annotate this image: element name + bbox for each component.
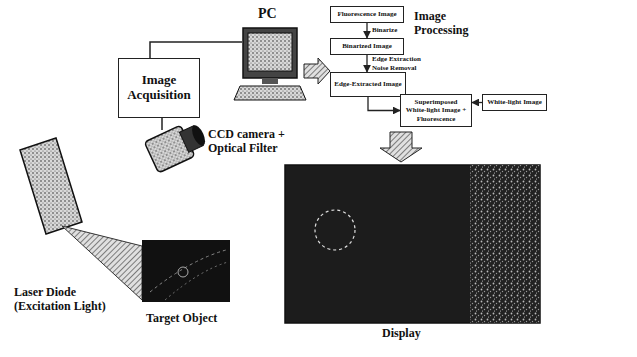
- process-box: White-light Image: [482, 94, 547, 111]
- flow-connector: [366, 55, 367, 72]
- process-box: Binarized Image: [330, 38, 404, 55]
- box-text: Fluorescence Image: [337, 10, 396, 18]
- part-label: PC: [258, 6, 298, 22]
- part-label: Laser Diode (Excitation Light): [14, 286, 118, 314]
- flow-connector: [366, 23, 367, 38]
- flow-arrow: [304, 58, 330, 84]
- process-box: Edge-Extracted Image: [330, 72, 406, 97]
- box-text: Image Acquisition: [123, 73, 195, 103]
- camera-wire: [161, 118, 163, 130]
- laser-diode: [20, 138, 82, 234]
- box-text: White-light Image: [487, 98, 542, 106]
- box-text: Binarized Image: [342, 42, 392, 50]
- box-text: Superimposed White-light Image + Fluores…: [404, 98, 468, 122]
- part-label: Target Object: [146, 312, 236, 326]
- camera-icon: [144, 118, 210, 173]
- flow-connector: [368, 97, 400, 111]
- part-label: Image Processing: [414, 10, 476, 38]
- display-screen: [285, 165, 540, 323]
- flow-connector: [472, 102, 482, 103]
- edge-label: Edge Extraction Noise Removal: [372, 55, 430, 71]
- target-object: [142, 240, 230, 302]
- part-label: CCD camera + Optical Filter: [208, 128, 304, 156]
- pc-icon: [234, 28, 306, 100]
- process-box: Image Acquisition: [118, 58, 200, 118]
- part-label: Display: [382, 327, 442, 341]
- signal-wire: [150, 42, 242, 58]
- process-box: Fluorescence Image: [330, 6, 404, 23]
- flow-arrow: [380, 132, 422, 162]
- box-text: Edge-Extracted Image: [334, 80, 401, 88]
- process-box: Superimposed White-light Image + Fluores…: [400, 94, 472, 127]
- edge-label: Binarize: [372, 26, 412, 34]
